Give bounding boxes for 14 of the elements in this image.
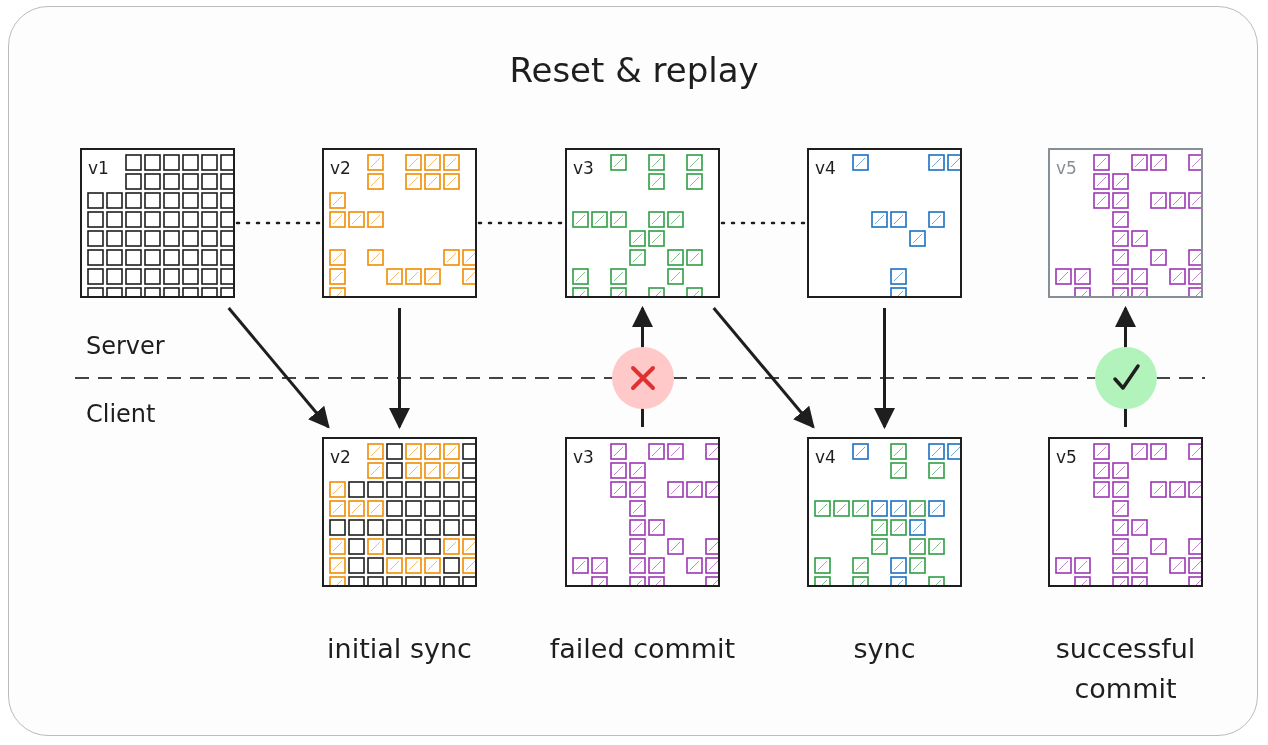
step-caption: initial sync (326, 632, 473, 666)
step-caption: failed commit (548, 632, 737, 666)
arrow (389, 308, 410, 430)
dotted-line (720, 221, 807, 225)
diagram-title: Reset & replay (509, 50, 759, 90)
step-caption: sync (852, 632, 917, 666)
lane-label: Server (86, 332, 165, 360)
dotted-line (235, 221, 322, 225)
arrow (712, 307, 815, 429)
lane-label: Client (86, 400, 156, 428)
step-caption: successful commit (1054, 632, 1197, 706)
arrow (227, 307, 330, 429)
dotted-line (477, 221, 565, 225)
arrow (874, 308, 895, 430)
